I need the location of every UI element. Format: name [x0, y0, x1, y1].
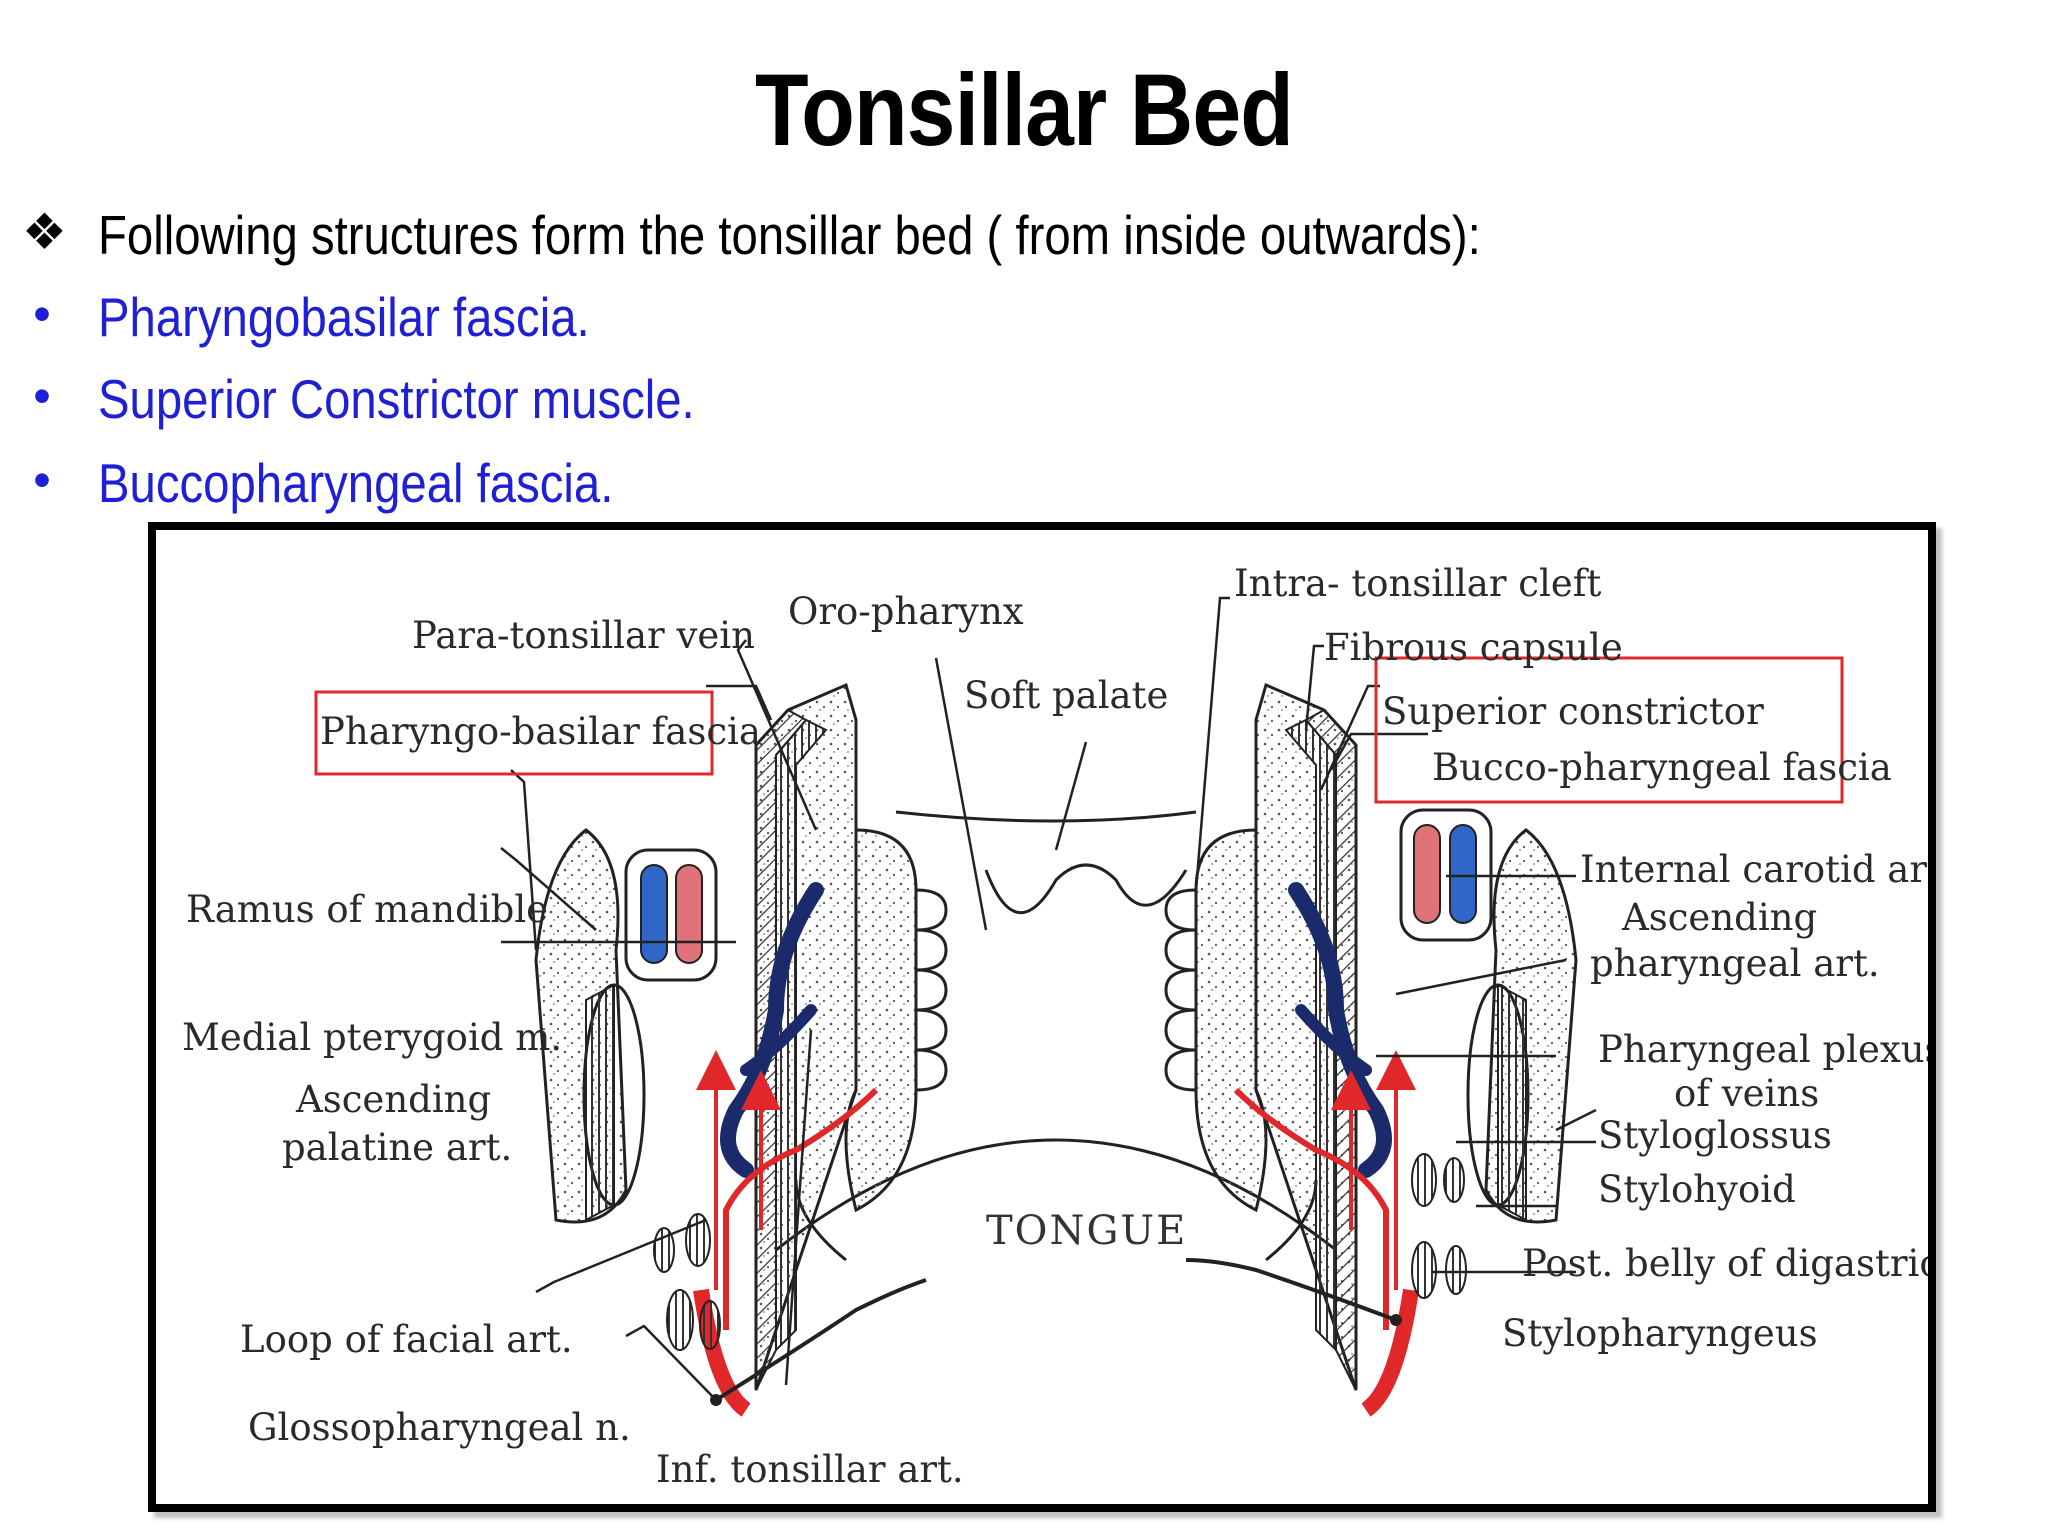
right-glossopharyngeal-nerve: [1185, 1258, 1402, 1326]
left-vessels-icon: [624, 848, 718, 982]
left-glossopharyngeal-nerve: [710, 1278, 927, 1406]
diamond-bullet-icon: ❖: [22, 204, 67, 260]
label-post-belly-digastric: Post. belly of digastric: [1522, 1242, 1928, 1285]
label-ascending-pharyngeal-1: Ascending: [1621, 896, 1817, 939]
list-item-text: Buccopharyngeal fascia.: [98, 452, 614, 514]
list-item-text: Pharyngobasilar fascia.: [98, 286, 590, 348]
label-soft-palate: Soft palate: [964, 674, 1168, 717]
diagram-canvas: Para-tonsillar vein Oro-pharynx Intra- t…: [182, 562, 1928, 1491]
label-para-tonsillar-vein: Para-tonsillar vein: [412, 614, 755, 657]
label-ascending-pharyngeal-2: pharyngeal art.: [1590, 942, 1880, 985]
intro-text: Following structures form the tonsillar …: [98, 204, 1481, 266]
left-pharyngeal-wall: [754, 682, 858, 1391]
right-tonsil: [1164, 828, 1268, 1213]
label-pharyngo-basilar-fascia: Pharyngo-basilar fascia: [320, 710, 761, 753]
highlight-box-pharyngobasilar: [314, 690, 714, 776]
right-muscle-ovals: [1411, 1153, 1467, 1299]
label-stylohyoid: Stylohyoid: [1598, 1168, 1796, 1211]
page-title: Tonsillar Bed: [755, 53, 1294, 167]
right-paratonsillar-vein: [1288, 882, 1392, 1178]
label-styloglossus: Styloglossus: [1598, 1114, 1832, 1157]
left-medial-pterygoid: [582, 983, 646, 1222]
right-medial-pterygoid: [1466, 983, 1530, 1222]
bullet-icon: •: [33, 368, 51, 424]
bullet-icon: •: [33, 286, 51, 342]
tonsillar-bed-diagram: Para-tonsillar vein Oro-pharynx Intra- t…: [148, 522, 1936, 1512]
label-ascending-palatine-2: palatine art.: [282, 1126, 512, 1169]
left-tonsil: [844, 828, 948, 1213]
label-tongue: TONGUE: [986, 1208, 1187, 1254]
label-bucco-pharyngeal-fascia: Bucco-pharyngeal fascia: [1432, 746, 1892, 789]
label-intra-tonsillar-cleft: Intra- tonsillar cleft: [1234, 562, 1601, 605]
leader-lines: [500, 596, 1597, 1401]
label-glossopharyngeal: Glossopharyngeal n.: [248, 1406, 631, 1449]
label-ramus-of-mandible: Ramus of mandible: [186, 888, 548, 931]
left-paratonsillar-vein: [720, 882, 824, 1178]
soft-palate-shape: [895, 810, 1197, 914]
label-ascending-palatine-1: Ascending: [295, 1078, 491, 1121]
highlight-box-constrictor-bucco: [1374, 656, 1844, 804]
label-superior-constrictor: Superior constrictor: [1382, 690, 1764, 733]
label-internal-carotid: Internal carotid art.: [1580, 848, 1928, 891]
label-fibrous-capsule: Fibrous capsule: [1324, 626, 1623, 669]
label-pharyngeal-plexus-1: Pharyngeal plexus: [1598, 1028, 1928, 1071]
list-item-text: Superior Constrictor muscle.: [98, 368, 695, 430]
left-muscle-ovals: [653, 1213, 721, 1351]
right-facial-artery: [1233, 1050, 1419, 1417]
label-loop-of-facial: Loop of facial art.: [240, 1318, 573, 1361]
label-pharyngeal-plexus-2: of veins: [1674, 1072, 1819, 1115]
label-oro-pharynx: Oro-pharynx: [788, 590, 1024, 633]
label-stylopharyngeus: Stylopharyngeus: [1502, 1312, 1818, 1355]
right-pharyngeal-wall: [1254, 682, 1358, 1391]
bullet-icon: •: [33, 452, 51, 508]
label-inf-tonsillar: Inf. tonsillar art.: [656, 1448, 964, 1491]
label-medial-pterygoid: Medial pterygoid m.: [182, 1016, 562, 1059]
